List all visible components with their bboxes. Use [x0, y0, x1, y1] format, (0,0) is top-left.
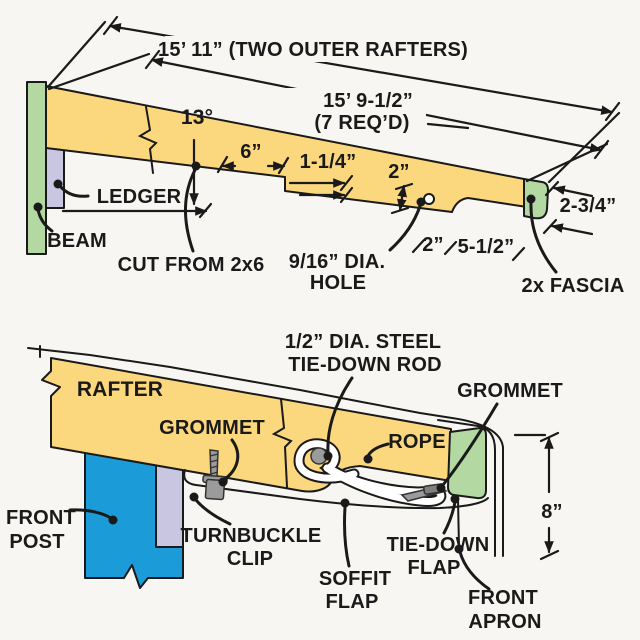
front-post-label-1: FRONT — [6, 507, 76, 529]
fascia-bottom-shape — [447, 427, 487, 500]
hole-label-1: 9/16” DIA. — [289, 251, 385, 273]
turnbuckle-label-2: CLIP — [227, 548, 273, 570]
top-diagram: 15’ 11” (TWO OUTER RAFTERS) 15’ 9-1/2” (… — [26, 15, 625, 297]
dim-qty-mask — [300, 111, 426, 134]
dim-234-ticks — [542, 180, 560, 235]
leader-rod — [326, 376, 354, 454]
bottom-diagram: 8” RAFTER 1/2” DIA. STEEL TIE-DOWN ROD G… — [6, 331, 563, 633]
dim-length-label: 15’ 9-1/2” — [323, 90, 413, 112]
dim-hole-up-label: 2” — [388, 161, 410, 183]
tiedown-label-1: TIE-DOWN — [387, 534, 490, 556]
dim-notch-depth-label: 1-1/4” — [300, 151, 357, 173]
canopy-inner-line — [437, 419, 496, 557]
leader-front-post — [68, 508, 113, 520]
grommet-right-label: GROMMET — [457, 380, 563, 402]
dim-length-ticks — [144, 49, 610, 160]
fascia-label: 2x FASCIA — [522, 275, 625, 297]
leader-hole-dot — [416, 197, 426, 207]
soffit-label-2: FLAP — [325, 591, 378, 613]
leader-apron — [458, 550, 491, 591]
leader-rope-dot — [363, 454, 373, 464]
rafter-label: RAFTER — [77, 378, 163, 401]
leader-front-post-dot — [108, 515, 118, 525]
dim-2v-line — [397, 184, 407, 212]
apron-label-1: FRONT — [468, 587, 538, 609]
ledger-shape — [45, 141, 65, 209]
soffit-label-1: SOFFIT — [319, 568, 391, 590]
dim-length-mask — [272, 88, 464, 113]
leader-tiedown — [442, 500, 457, 535]
leader-turnbuckle — [194, 498, 232, 526]
grommet-left-label: GROMMET — [159, 417, 265, 439]
turnbuckle-label-1: TURNBUCKLE — [181, 525, 322, 547]
leader-cut-from — [184, 168, 197, 253]
dim-234-b — [550, 223, 594, 236]
leader-soffit — [343, 505, 351, 568]
dim-qty-label: (7 REQ’D) — [314, 112, 409, 134]
break-line — [137, 106, 158, 174]
tie-down-flap-line — [457, 499, 460, 548]
leader-grommet-left — [223, 438, 240, 481]
leader-ledger — [58, 184, 90, 198]
dim-114-ticks — [339, 174, 354, 204]
leader-grommet-right-dot — [436, 483, 446, 493]
dim-tail-label: 5-1/2” — [458, 236, 515, 258]
dim-total-label: 15’ 11” (TWO OUTER RAFTERS) — [158, 39, 468, 61]
hole-label-2: HOLE — [310, 272, 366, 294]
dim-fascia-depth-label: 2-3/4” — [560, 195, 617, 217]
rod-label-1: 1/2” DIA. STEEL — [285, 331, 441, 353]
cut-from-label: CUT FROM 2x6 — [118, 254, 265, 276]
dim-hole-side-label: 2” — [422, 234, 444, 256]
dim-tail-ticks — [411, 238, 526, 262]
leader-grommet-right — [441, 402, 499, 487]
dim-8-ticks — [539, 431, 560, 561]
front-post-label-2: POST — [9, 531, 64, 553]
soffit-flap-line — [183, 469, 489, 510]
leader-soffit-dot — [340, 498, 350, 508]
angle-tick — [198, 202, 213, 219]
leader-rod-dot — [323, 451, 333, 461]
rod-label-2: TIE-DOWN ROD — [288, 354, 442, 376]
hole-circle — [423, 193, 435, 205]
leader-cut-from-dot — [191, 161, 201, 171]
tiedown-label-2: FLAP — [407, 557, 460, 579]
dim-qty-leader — [426, 122, 470, 130]
leader-apron-dot — [454, 544, 464, 554]
leader-grommet-left-dot — [218, 477, 228, 487]
leader-hole — [388, 204, 422, 252]
ledger-label: LEDGER — [97, 186, 182, 208]
leader-ledger-dot — [53, 179, 63, 189]
leader-tiedown-dot — [450, 494, 460, 504]
leader-fascia-dot — [526, 194, 536, 204]
dim-height-label: 8” — [541, 501, 563, 523]
beam-shape — [26, 81, 47, 255]
apron-label-2: APRON — [468, 611, 541, 633]
leader-turnbuckle-dot — [189, 492, 199, 502]
break-line-bottom — [271, 398, 293, 488]
dim-234-a — [552, 185, 594, 198]
beam-label: BEAM — [47, 230, 107, 252]
rope-label: ROPE — [388, 431, 445, 453]
dim-notch-len-label: 6” — [240, 141, 262, 163]
canopy-line — [27, 347, 504, 557]
leader-beam-dot — [33, 202, 43, 212]
leader-fascia — [529, 201, 558, 274]
dim-6-ticks — [216, 155, 290, 175]
angle-label: 13° — [181, 106, 213, 129]
dim-2v-ticks — [390, 182, 414, 215]
dim-total-ticks — [102, 15, 621, 122]
